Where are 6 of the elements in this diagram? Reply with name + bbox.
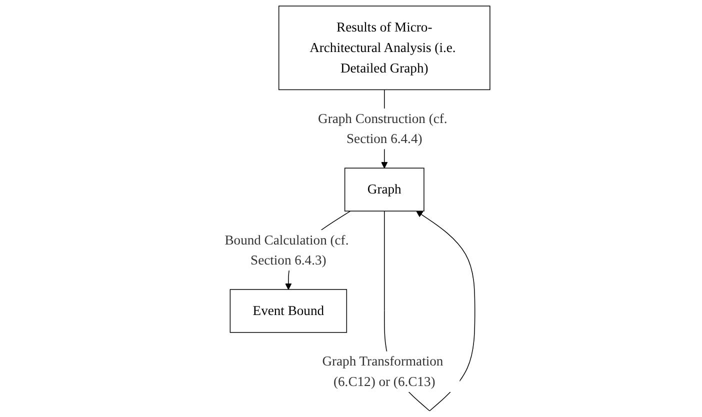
edge-label: Bound Calculation (cf. Section 6.4.3) <box>224 232 348 268</box>
node-box: Graph <box>344 168 424 212</box>
node-box: Results of Micro-Architectural Analysis (i.e. Detailed Graph) <box>278 6 490 90</box>
edge-label: Graph Construction (cf. Section 6.4.4) <box>318 110 447 146</box>
edge-label: Graph Transformation (6.C12) or (6.C13) <box>322 354 443 389</box>
node-box: Event Bound <box>229 289 347 333</box>
